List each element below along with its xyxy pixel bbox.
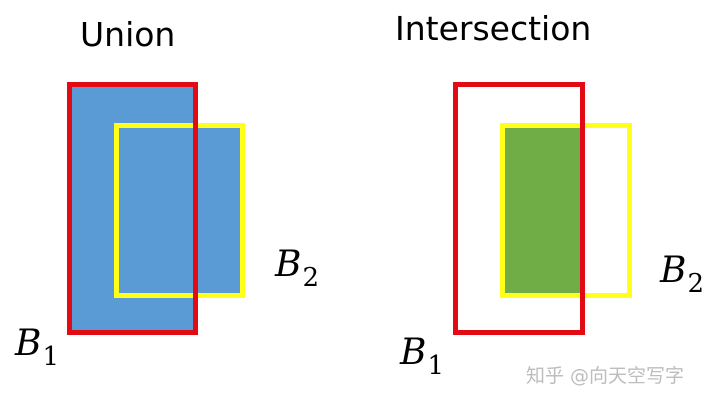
intersection-title: Intersection xyxy=(395,9,592,48)
watermark: 知乎 @向天空写字 xyxy=(526,365,685,387)
intersection-label-b2: B2 xyxy=(660,250,705,299)
intersection-b1-right-edge xyxy=(580,123,585,298)
intersection-label-b1: B1 xyxy=(400,332,445,381)
intersection-fill xyxy=(505,128,581,293)
union-box-b2 xyxy=(114,123,245,298)
union-title: Union xyxy=(80,15,176,54)
union-b1-right-edge xyxy=(193,123,198,298)
union-label-b1: B1 xyxy=(15,323,60,372)
union-fill-b2 xyxy=(114,123,245,298)
intersection-box-b2 xyxy=(500,123,632,298)
union-label-b2: B2 xyxy=(275,244,320,293)
